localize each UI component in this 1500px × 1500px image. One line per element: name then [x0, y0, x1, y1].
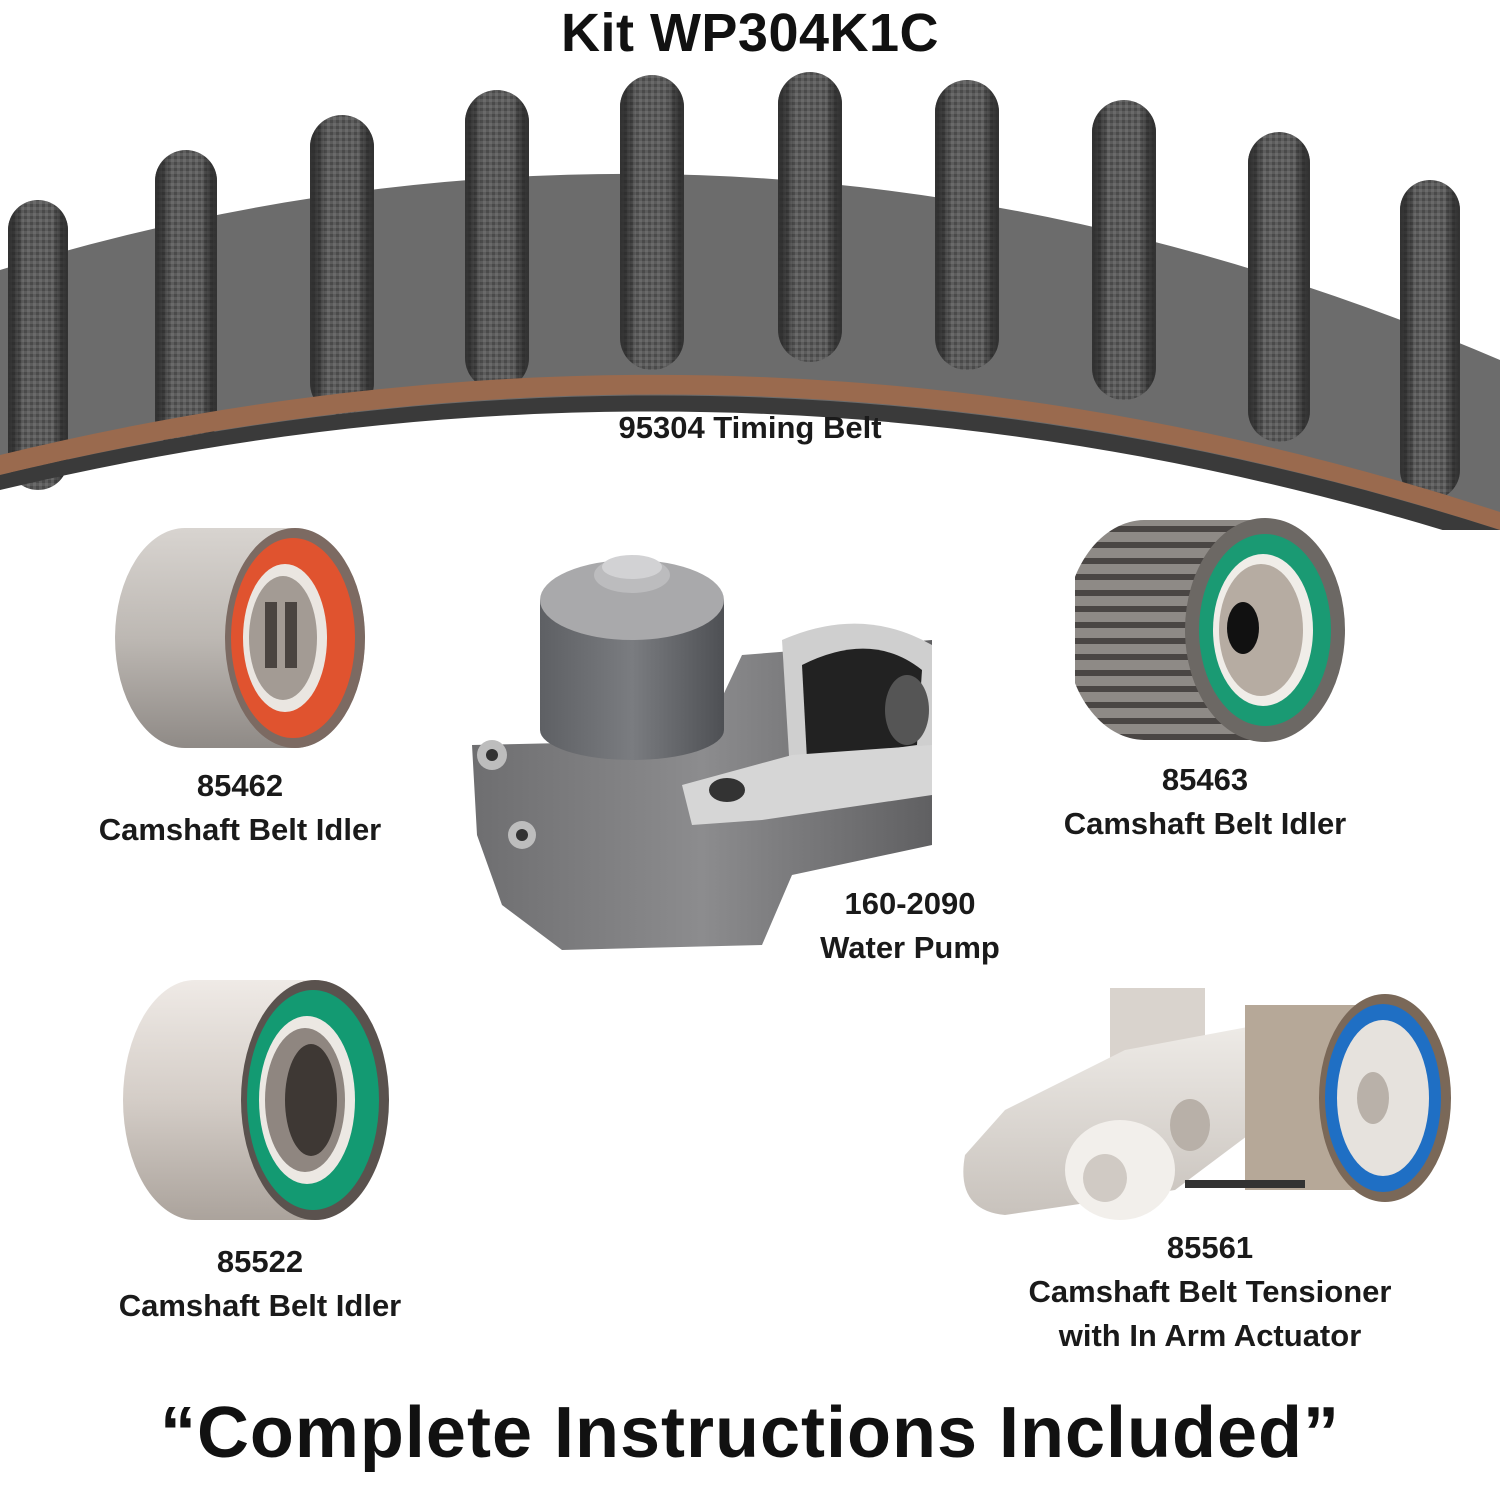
idler-85522-image: [115, 970, 400, 1235]
idler-85522-name: Camshaft Belt Idler: [118, 1288, 402, 1323]
tensioner-85561-name-line1: Camshaft Belt Tensioner: [1028, 1274, 1392, 1309]
tensioner-85561-image: [945, 980, 1460, 1225]
idler-85463-name: Camshaft Belt Idler: [1063, 806, 1347, 841]
idler-85462-name: Camshaft Belt Idler: [98, 812, 382, 847]
idler-85463-part-number: 85463: [1161, 762, 1249, 797]
idler-85463-image: [1075, 500, 1350, 755]
tensioner-85561-part-number: 85561: [1166, 1230, 1254, 1265]
tensioner-85561-name-line2: with In Arm Actuator: [1058, 1318, 1362, 1353]
idler-85522-part-number: 85522: [216, 1244, 304, 1279]
timing-belt-image: [0, 60, 1500, 530]
idler-85462-image: [105, 520, 375, 755]
water-pump-name: Water Pump: [820, 930, 1000, 965]
instructions-tagline: “Complete Instructions Included”: [159, 1393, 1341, 1473]
kit-title: Kit WP304K1C: [560, 3, 940, 63]
water-pump-part-number: 160-2090: [844, 886, 976, 921]
water-pump-image: [462, 545, 942, 965]
timing-belt-caption: 95304 Timing Belt: [618, 410, 882, 445]
idler-85462-part-number: 85462: [196, 768, 284, 803]
